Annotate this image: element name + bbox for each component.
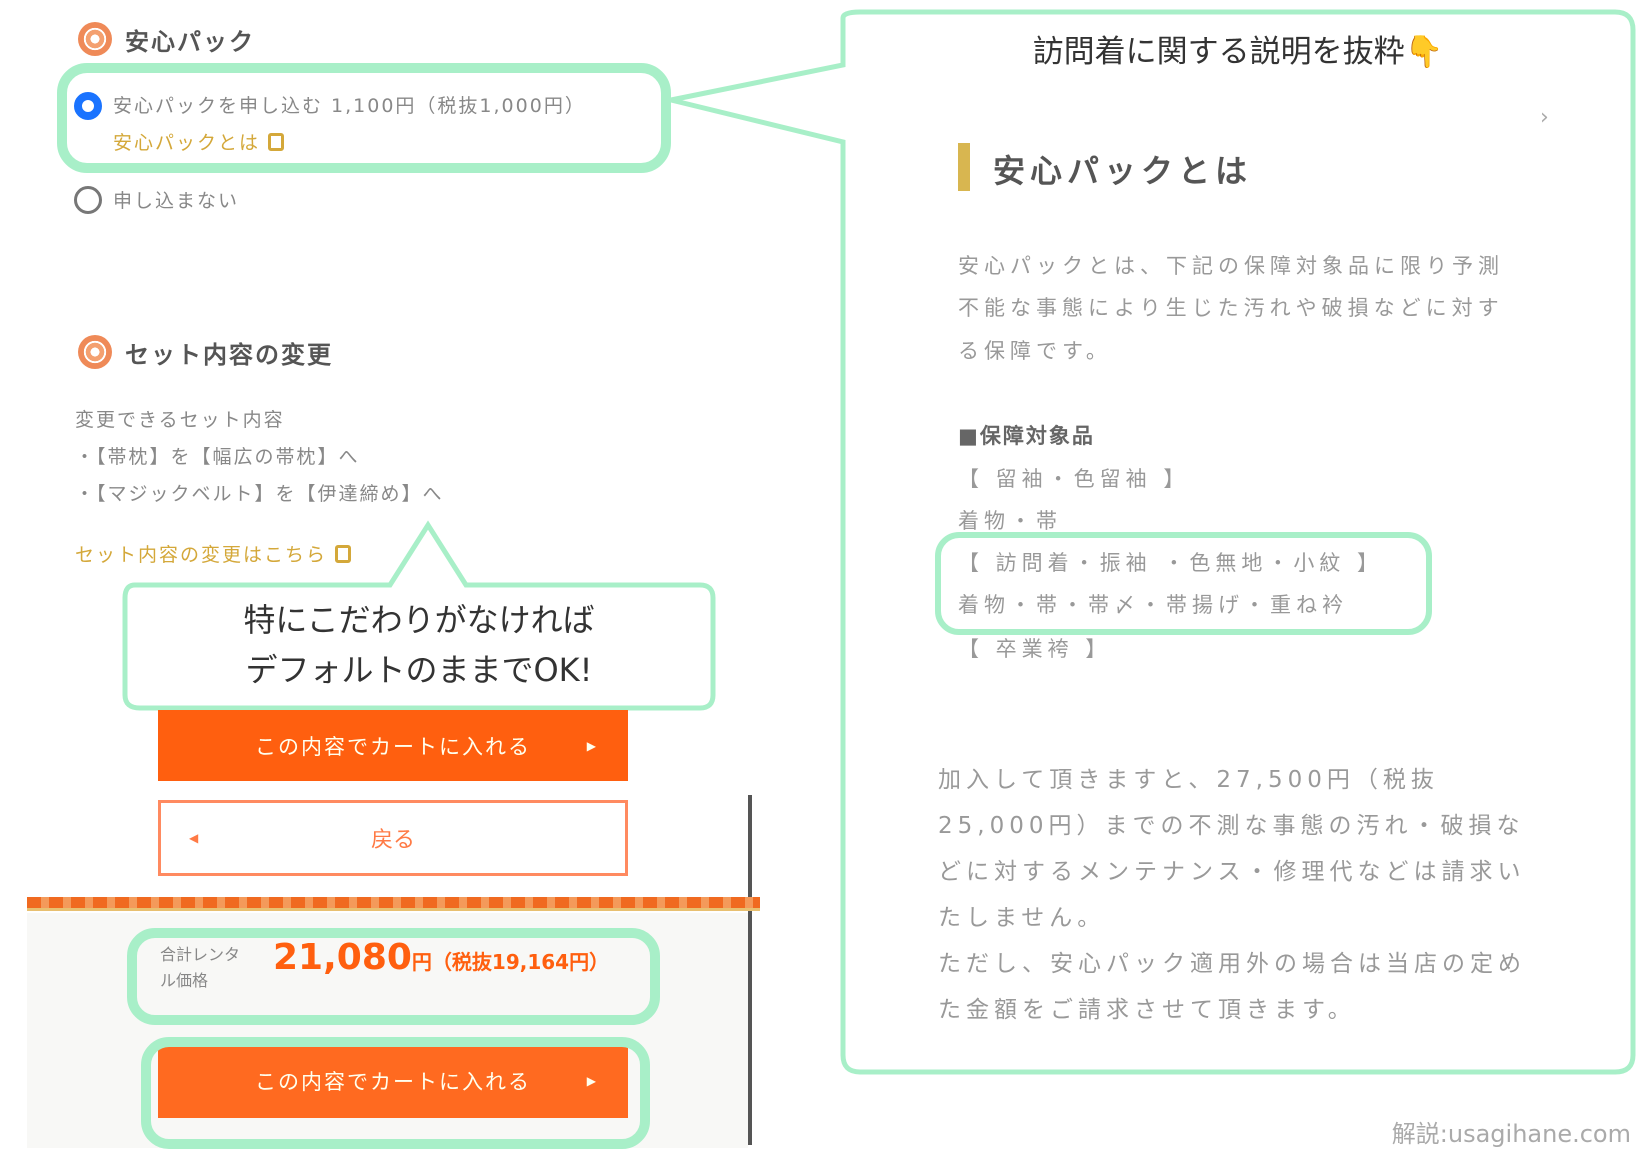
callout-para2: 加入して頂きますと、27,500円（税抜 25,000円）までの不測な事態の汚れ… xyxy=(938,760,1598,1030)
flower-icon xyxy=(78,22,112,56)
scrollbar[interactable] xyxy=(748,795,752,1145)
para-line: 加入して頂きますと、27,500円（税抜 xyxy=(938,767,1439,793)
set-change-item: ・【帯枕】を【幅広の帯枕】へ xyxy=(75,446,360,468)
callout-title-text: 訪問着に関する説明を抜粋 xyxy=(1032,34,1405,70)
para-line: どに対するメンテナンス・修理代などは請求い xyxy=(938,859,1526,885)
para-line: た金額をご請求させて頂きます。 xyxy=(938,997,1356,1023)
callout-heading: 安心パックとは xyxy=(993,152,1253,190)
gold-bar xyxy=(958,143,970,191)
para-line: ただし、安心パック適用外の場合は当店の定め xyxy=(938,951,1526,977)
bubble-line: 特にこだわりがなければ xyxy=(243,601,595,639)
add-to-cart-button[interactable]: この内容でカートに入れる ▶ xyxy=(158,710,628,781)
anshin-link-text[interactable]: 安心パックとは xyxy=(113,132,261,154)
anshin-link[interactable]: 安心パックとは xyxy=(113,128,285,155)
coverage-item: 【 訪問着・振袖 ・色無地・小紋 】 xyxy=(958,551,1384,575)
back-arrow-icon: ◀ xyxy=(189,831,199,845)
back-label: 戻る xyxy=(370,828,415,853)
price-yen: 円 xyxy=(411,950,432,974)
highlight-box-apply xyxy=(57,63,671,173)
set-change-heading: セット内容の変更 xyxy=(125,341,333,369)
coverage-item: 着物・帯 xyxy=(958,509,1062,533)
price-value: 21,080 xyxy=(273,937,412,978)
callout-panel xyxy=(670,9,1636,1075)
set-change-intro: 変更できるセット内容 xyxy=(75,409,285,431)
para-line: 不能な事態により生じた汚れや破損などに対す xyxy=(958,296,1504,320)
option-decline-label[interactable]: 申し込まない xyxy=(113,190,240,212)
play-arrow-icon: ▶ xyxy=(586,738,598,753)
add-to-cart-button-bottom[interactable]: この内容でカートに入れる ▶ xyxy=(158,1044,628,1118)
total-price: 21,080円（税抜19,164円） xyxy=(273,933,613,989)
total-label: 合計レンタル価格 xyxy=(160,945,241,990)
external-window-icon xyxy=(335,545,352,563)
decorative-band xyxy=(27,897,760,911)
coverage-item: 着物・帯・帯〆・帯揚げ・重ね衿 xyxy=(958,593,1348,617)
para-line: る保障です。 xyxy=(958,339,1112,363)
set-change-link[interactable]: セット内容の変更はこちら xyxy=(75,540,352,567)
flower-icon xyxy=(78,335,112,369)
close-icon[interactable]: › xyxy=(1540,105,1549,130)
callout-para1: 安心パックとは、下記の保障対象品に限り予測 不能な事態により生じた汚れや破損など… xyxy=(958,250,1558,380)
price-tax: （税抜19,164円） xyxy=(431,950,610,974)
set-change-link-text[interactable]: セット内容の変更はこちら xyxy=(75,544,328,566)
anshin-heading: 安心パック xyxy=(125,28,255,56)
coverage-list: ■保障対象品 【 留袖・色留袖 】 着物・帯 【 訪問着・振袖 ・色無地・小紋 … xyxy=(958,420,1558,680)
highlight-box-homongi xyxy=(935,532,1432,635)
para-line: 安心パックとは、下記の保障対象品に限り予測 xyxy=(958,254,1504,278)
add-to-cart-label: この内容でカートに入れる xyxy=(255,734,531,759)
add-to-cart-label: この内容でカートに入れる xyxy=(255,1070,531,1094)
option-apply-label[interactable]: 安心パックを申し込む 1,100円（税抜1,000円） xyxy=(113,95,586,117)
bubble-line: デフォルトのままでOK! xyxy=(245,651,593,689)
radio-apply[interactable] xyxy=(74,92,102,120)
back-button[interactable]: ◀ 戻る xyxy=(158,800,628,876)
highlight-box-total xyxy=(127,928,660,1025)
coverage-item: 【 卒業袴 】 xyxy=(958,637,1112,661)
radio-decline[interactable] xyxy=(74,186,102,214)
coverage-heading: ■保障対象品 xyxy=(958,424,1095,448)
bubble-text: 特にこだわりがなければ デフォルトのままでOK! xyxy=(125,595,713,695)
para-line: 25,000円）までの不測な事態の汚れ・破損な xyxy=(938,813,1525,839)
pointing-down-icon: 👇 xyxy=(1404,34,1444,70)
set-change-item: ・【マジックベルト】を【伊達締め】へ xyxy=(75,483,444,505)
para-line: たしません。 xyxy=(938,905,1106,931)
coverage-item: 【 留袖・色留袖 】 xyxy=(958,467,1190,491)
credit: 解説:usagihane.com xyxy=(1391,1120,1631,1148)
speech-bubble xyxy=(122,520,716,711)
external-window-icon xyxy=(268,133,285,151)
highlight-box-cart xyxy=(141,1037,650,1149)
callout-title: 訪問着に関する説明を抜粋👇 xyxy=(843,26,1633,71)
play-arrow-icon: ▶ xyxy=(586,1074,598,1088)
